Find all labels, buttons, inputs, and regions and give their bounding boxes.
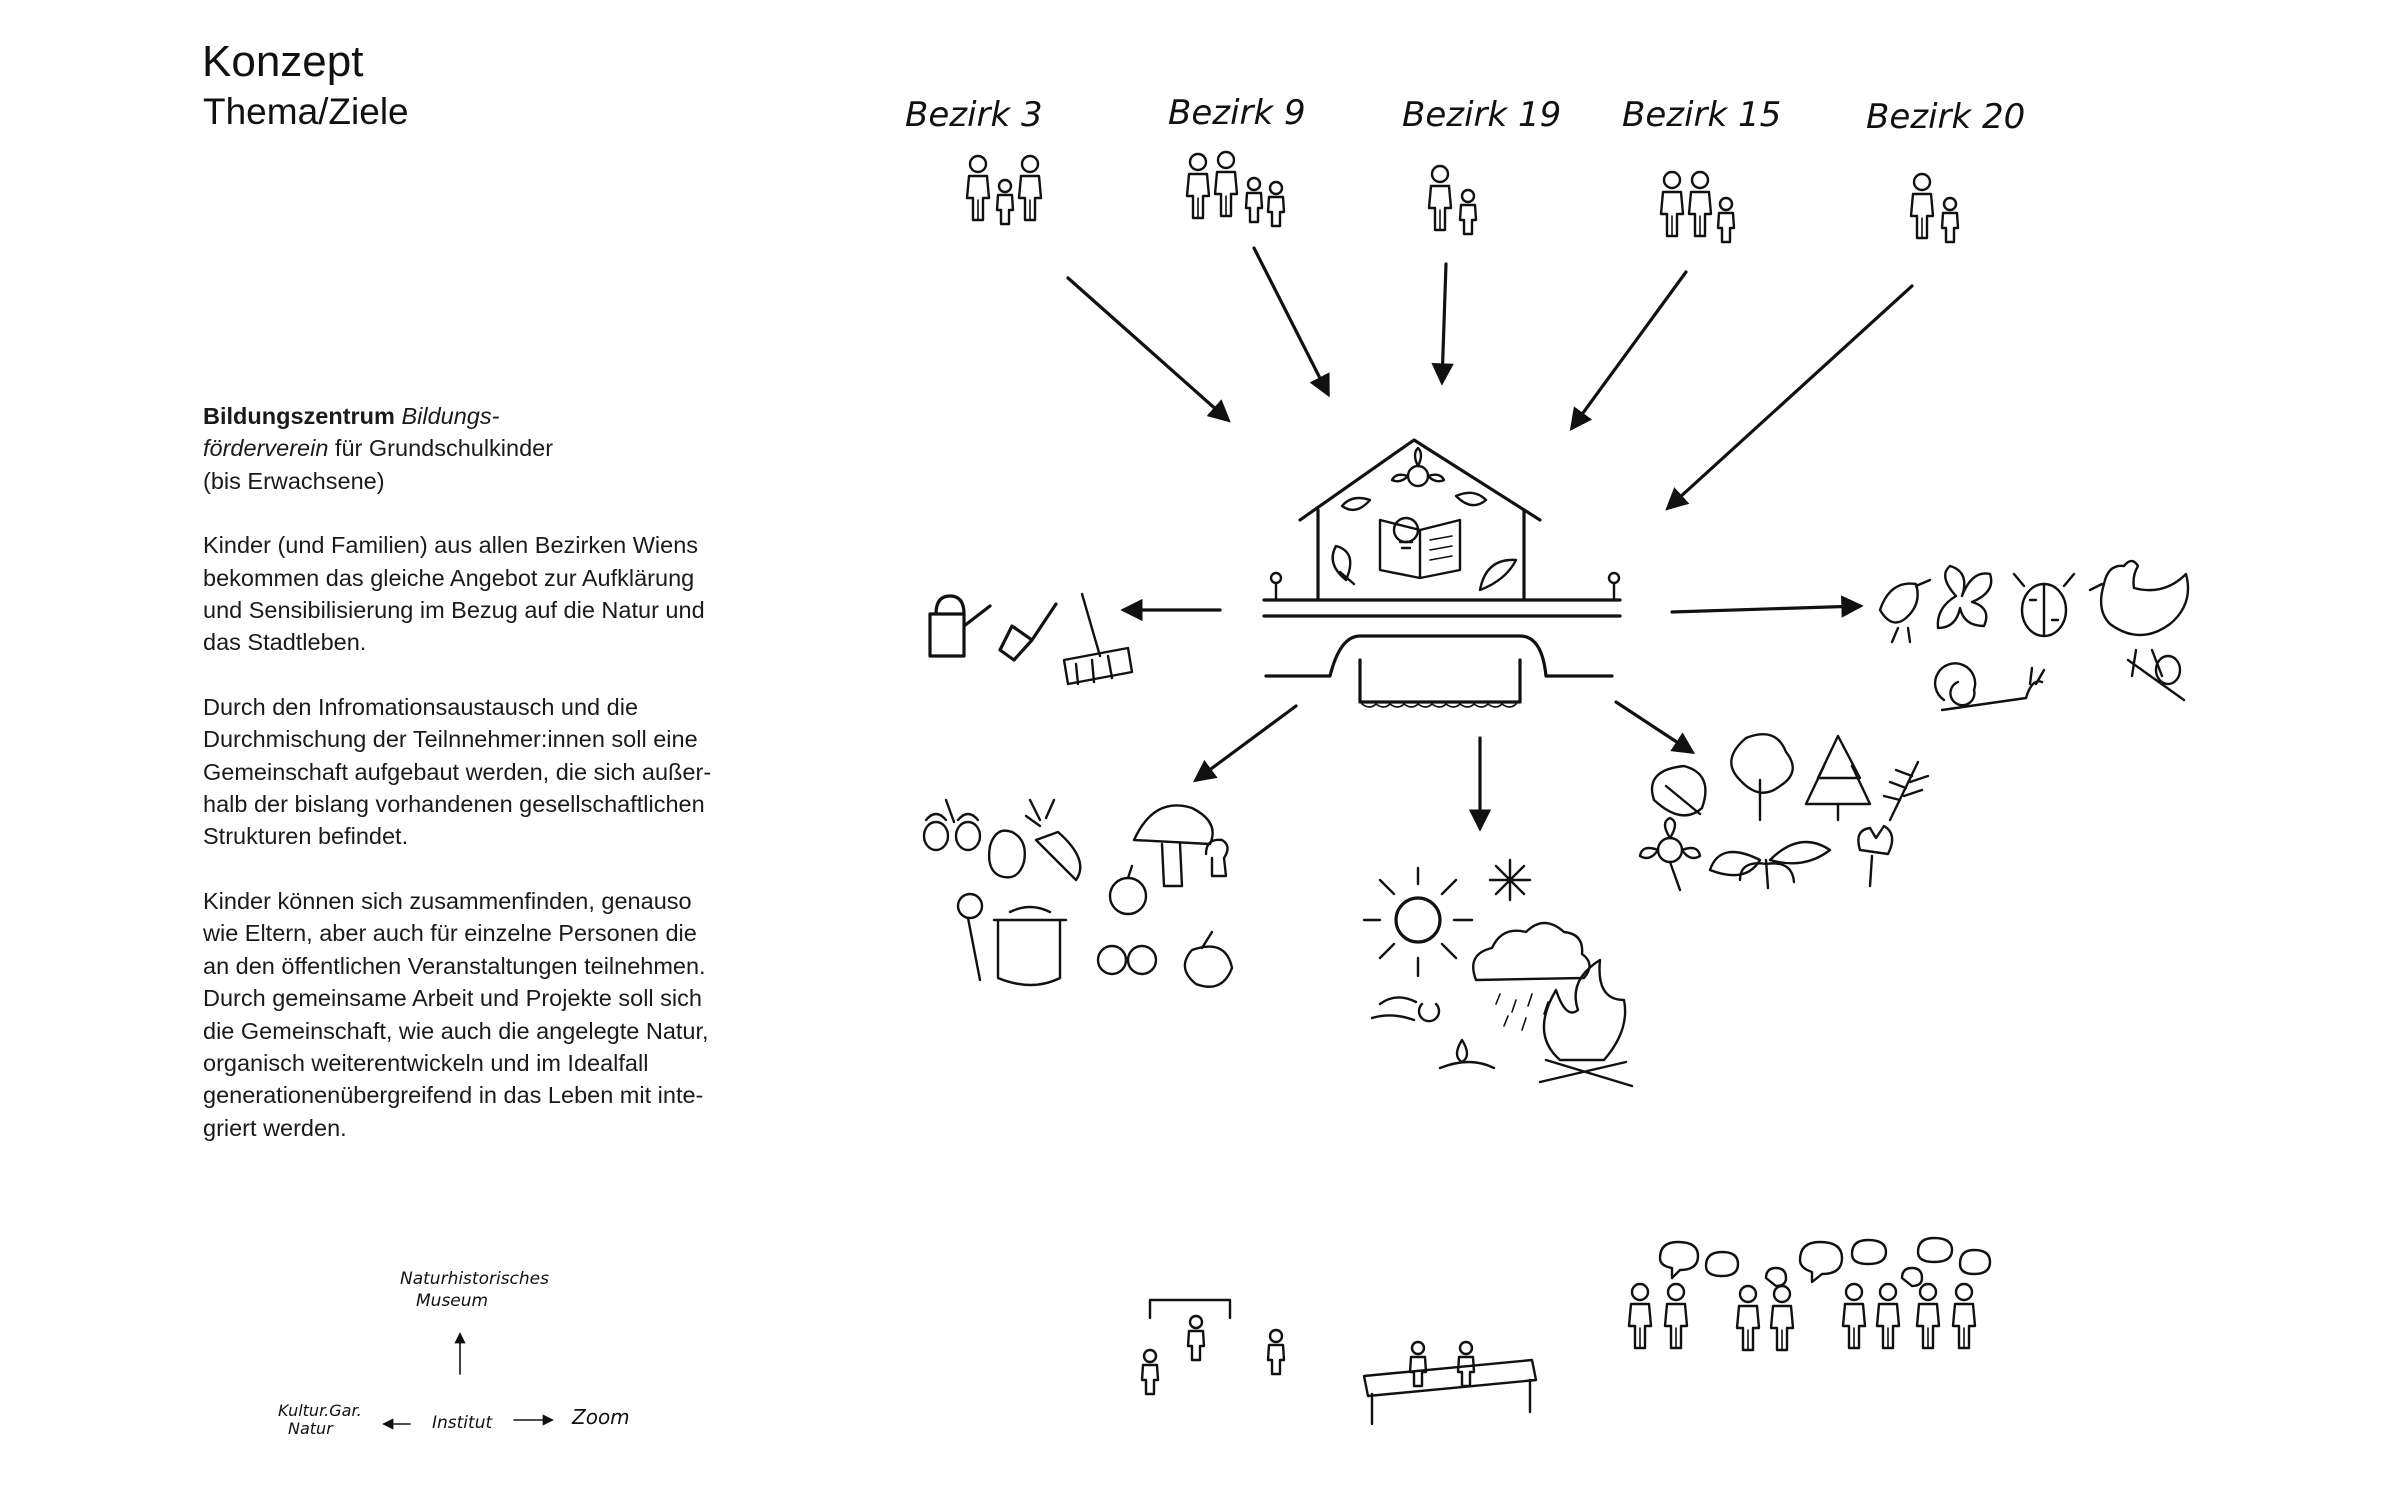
p3-line: Durch gemeinsame Arbeit und Projekte sol… (203, 985, 702, 1012)
paragraph-1: Kinder (und Familien) aus allen Bezirken… (203, 529, 743, 659)
mini-map-left-2: Natur (288, 1419, 334, 1438)
arrow-to-animals (1670, 595, 1864, 618)
district-label: Bezirk 9 (1168, 93, 1306, 133)
description-text: Bildungszentrum Bildungs- förderverein f… (203, 400, 743, 1176)
intro-bold: Bildungszentrum (203, 403, 395, 429)
p2-line: Durchmischung der Teilnnehmer:innen soll… (203, 726, 698, 753)
p2-line: Gemeinschaft aufgebaut werden, die sich … (203, 758, 712, 785)
paragraph-3: Kinder können sich zusammenfinden, genau… (203, 885, 743, 1144)
district-label: Bezirk 3 (905, 95, 1043, 135)
p3-line: griert werden. (203, 1114, 347, 1141)
intro-rest-1: für Grundschulkinder (328, 435, 554, 462)
paragraph-2: Durch den Infromationsaustausch und die … (203, 691, 743, 853)
page-title: Konzept (202, 37, 364, 86)
mini-map-left: Kultur.Gar. (278, 1401, 362, 1420)
intro-paragraph: Bildungszentrum Bildungs- förderverein f… (203, 400, 743, 497)
mini-map-right: Zoom (571, 1405, 630, 1429)
district-label: Bezirk 19 (1402, 95, 1561, 135)
community-icon (1627, 1236, 1992, 1352)
family-icon (1909, 172, 1960, 244)
intro-rest-2: (bis Erwachsene) (203, 467, 385, 494)
p1-line: und Sensibilisierung im Bezug auf die Na… (203, 597, 705, 624)
mini-map-top: Naturhistorisches (400, 1269, 549, 1289)
animals-icon (1878, 559, 2190, 712)
plants-icon (1638, 733, 1930, 892)
arrow-bezirk-3 (1066, 276, 1231, 423)
mini-map-center: Institut (432, 1413, 493, 1433)
intro-italic-1: Bildungs- (401, 403, 500, 429)
outgoing-arrows (1120, 595, 1864, 832)
arrow-to-plants (1614, 700, 1696, 755)
family-icon (965, 154, 1043, 226)
p2-line: Durch den Infromationsaustausch und die (203, 693, 639, 720)
district-bezirk-9: Bezirk 9 (1168, 93, 1306, 228)
arrow-bezirk-19 (1431, 262, 1454, 386)
district-bezirk-15: Bezirk 15 (1622, 95, 1781, 244)
district-label: Bezirk 15 (1622, 95, 1781, 135)
food-icon (922, 798, 1234, 988)
arrow-bezirk-15 (1569, 270, 1688, 432)
arrow-bezirk-9 (1252, 246, 1330, 398)
p1-line: bekommen das gleiche Angebot zur Aufklär… (203, 564, 695, 591)
intro-italic-2: förderverein (203, 435, 329, 462)
p3-line: Kinder können sich zusammenfinden, genau… (203, 887, 692, 914)
p1-line: das Stadtleben. (203, 629, 367, 656)
page-subtitle: Thema/Ziele (203, 91, 409, 132)
incoming-arrows (1066, 246, 1914, 511)
p2-line: halb der bislang vorhandenen gesellschaf… (203, 791, 705, 818)
p3-line: die Gemeinschaft, wie auch die angelegte… (203, 1017, 709, 1044)
p3-line: generationenübergreifend in das Leben mi… (203, 1082, 704, 1109)
workshop-icon (1140, 1298, 1286, 1396)
p3-line: organisch weiterentwickeln und im Idealf… (203, 1049, 649, 1076)
family-icon (1427, 164, 1478, 236)
district-label: Bezirk 20 (1866, 97, 2025, 137)
p3-line: an den öffentlichen Veranstaltungen teil… (203, 952, 706, 979)
district-bezirk-20: Bezirk 20 (1866, 97, 2025, 244)
weather-icon (1362, 858, 1634, 1088)
arrow-bezirk-20 (1665, 284, 1914, 511)
p3-line: wie Eltern, aber auch für einzelne Perso… (203, 920, 697, 947)
mini-map: Naturhistorisches Museum Kultur.Gar. Nat… (278, 1269, 630, 1438)
district-bezirk-19: Bezirk 19 (1402, 95, 1561, 236)
mini-map-top-2: Museum (416, 1291, 488, 1311)
p1-line: Kinder (und Familien) aus allen Bezirken… (203, 532, 699, 559)
district-bezirk-3: Bezirk 3 (905, 95, 1043, 226)
family-icon (1185, 150, 1286, 228)
gardening-tools-icon (928, 592, 1134, 686)
p2-line: Strukturen befindet. (203, 823, 409, 850)
classroom-icon (1362, 1340, 1538, 1426)
family-icon (1659, 170, 1736, 244)
education-center-house-icon (1262, 438, 1622, 708)
arrow-to-food (1192, 704, 1298, 783)
